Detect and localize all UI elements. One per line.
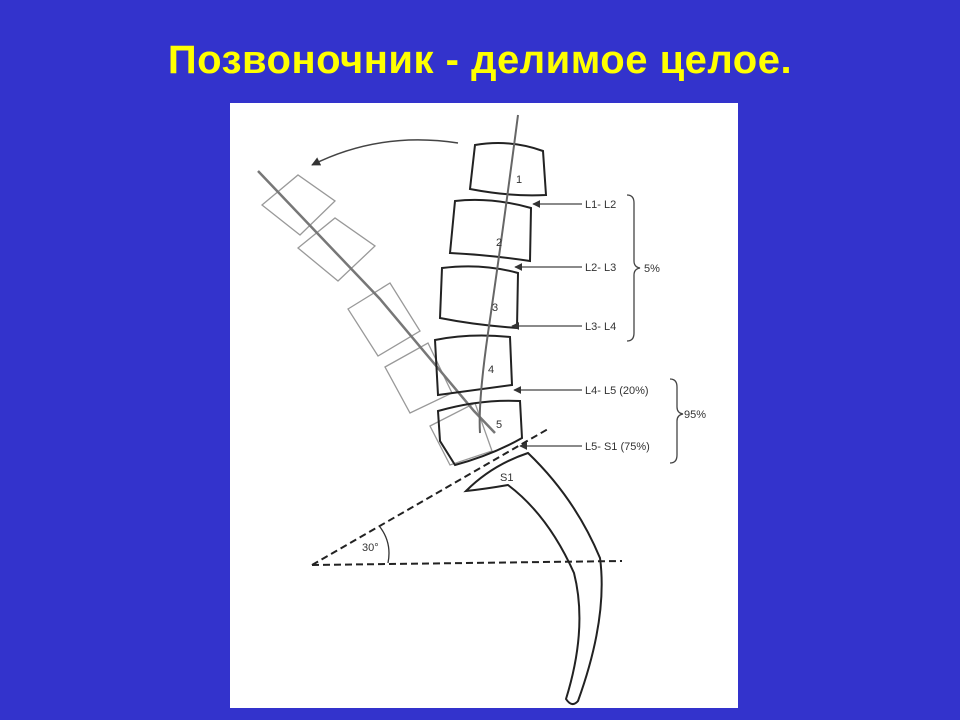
upper-segments-brace xyxy=(626,194,641,342)
upright-spine-axis xyxy=(478,114,519,434)
upright-vertebrae xyxy=(433,142,548,467)
vertebra-number-3: 3 xyxy=(492,302,498,314)
vertebra-3 xyxy=(438,265,520,330)
segment-arrows xyxy=(511,200,582,450)
vertebra-number-4: 4 xyxy=(488,364,494,376)
flexed-spine-outline xyxy=(260,174,493,466)
slide-title: Позвоночник - делимое целое. xyxy=(167,38,793,82)
spine-diagram: 1 2 3 4 5 S1 30° L1- L2 L2- L3 L3- L4 L4… xyxy=(230,103,738,708)
flexion-arrow xyxy=(311,139,459,166)
vertebra-4 xyxy=(433,334,514,397)
vertebra-number-1: 1 xyxy=(516,174,522,186)
vertebra-1 xyxy=(468,142,548,197)
segment-label-l3-l4: L3- L4 xyxy=(585,321,616,333)
segment-label-l4-l5: L4- L5 (20%) xyxy=(585,385,649,397)
sacrum xyxy=(463,451,603,705)
sacral-slope-line xyxy=(311,428,549,566)
upper-segments-percent: 5% xyxy=(644,263,660,275)
lower-segments-brace xyxy=(669,378,684,464)
segment-label-l1-l2: L1- L2 xyxy=(585,199,616,211)
spine-diagram-svg: 1 2 3 4 5 S1 30° L1- L2 L2- L3 L3- L4 L4… xyxy=(257,114,706,705)
vertebra-2 xyxy=(448,198,533,263)
vertebra-number-2: 2 xyxy=(496,237,502,249)
angle-label: 30° xyxy=(362,542,379,554)
vertebra-5 xyxy=(436,399,524,467)
flexed-spine-axis xyxy=(257,170,496,434)
segment-label-l2-l3: L2- L3 xyxy=(585,262,616,274)
horizontal-reference-line xyxy=(311,560,623,566)
lower-segments-percent: 95% xyxy=(684,409,706,421)
vertebra-number-5: 5 xyxy=(496,419,502,431)
sacrum-label: S1 xyxy=(500,472,513,484)
angle-arc xyxy=(379,526,390,564)
segment-label-l5-s1: L5- S1 (75%) xyxy=(585,441,650,453)
